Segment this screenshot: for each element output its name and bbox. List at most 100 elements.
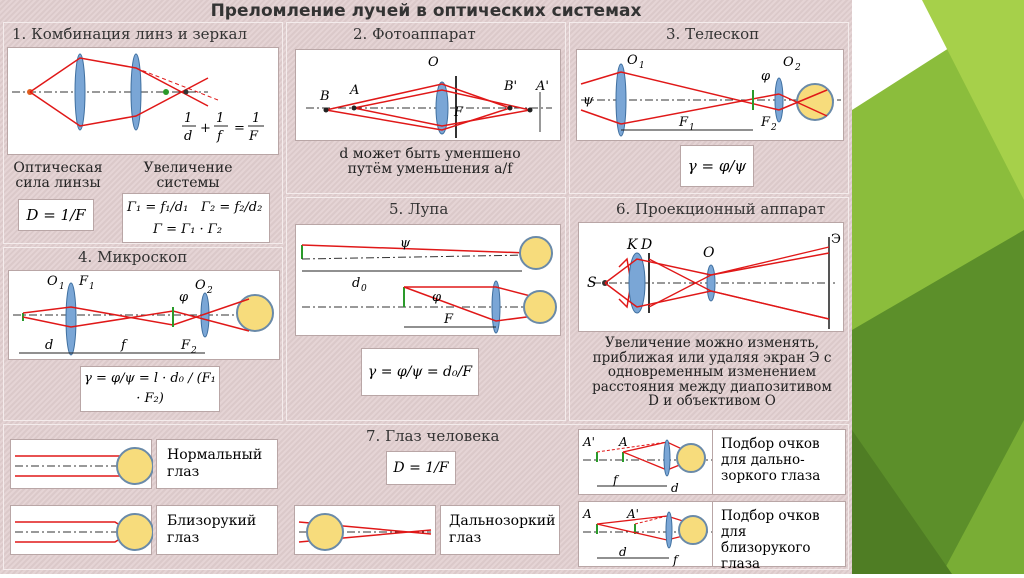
far-glasses-lens-icon	[663, 439, 671, 477]
magnifier-svg: ψ d 0 φ F	[301, 236, 557, 334]
camera-diagram: B A O F B' A'	[295, 49, 561, 141]
telescope-formula: γ = φ/ψ	[680, 145, 754, 187]
magnification-label: Увеличение системы	[143, 160, 233, 191]
normal-eye-label: Нормальный глаз	[167, 447, 263, 480]
label-phi: φ	[432, 290, 442, 305]
normal-eye-diagram	[10, 439, 154, 489]
eye-optical-power-formula: D = 1/F	[386, 451, 456, 485]
svg-text:0: 0	[361, 284, 367, 294]
label-O: O	[428, 55, 439, 70]
hyperopic-eye-diagram	[294, 505, 436, 555]
section-camera: 2. Фотоаппарат B A O F B' A' d мож	[286, 22, 566, 194]
label-F1: F	[78, 274, 89, 289]
svg-text:2: 2	[794, 63, 801, 73]
near-glasses-label: Подбор очков для близорукого глаза	[721, 508, 820, 572]
normal-eye-icon	[116, 447, 154, 485]
label-A: A	[349, 83, 359, 98]
label-K: K	[626, 237, 639, 253]
myopic-eye-label: Близорукий глаз	[167, 513, 257, 546]
svg-text:2: 2	[206, 286, 213, 296]
telescope-svg: O 1 O 2 F 1 F 2 φ ψ	[580, 53, 841, 137]
far-glasses-label-box: Подбор очков для дально-зоркого глаза	[712, 429, 846, 495]
svg-text:2: 2	[770, 123, 777, 133]
camera-svg: B A O F B' A'	[306, 55, 552, 138]
label-phi: φ	[761, 69, 771, 84]
label-F2: F	[760, 115, 771, 130]
label-screen: Э	[831, 232, 841, 247]
magnifier-eye-1-icon	[519, 236, 553, 270]
near-glasses-eye-icon	[678, 515, 708, 545]
myopic-eye-icon	[116, 513, 154, 551]
magnifier-eye-2-icon	[523, 290, 557, 324]
objective-lens-icon	[615, 63, 627, 137]
label-O2: O	[783, 55, 794, 70]
microscope-eye-icon	[236, 294, 274, 332]
hyperopic-eye-label-box: Дальнозоркий глаз	[440, 505, 560, 555]
magnifier-lens-icon	[491, 280, 501, 334]
camera-lens-icon	[435, 81, 449, 135]
label-F2: F	[180, 338, 191, 353]
microscope-diagram: O 1 F 1 O 2 φ d f F 2	[8, 270, 280, 360]
svg-text:=: =	[234, 121, 245, 136]
optical-power-formula: D = 1/F	[18, 199, 94, 231]
svg-text:f: f	[216, 129, 224, 144]
svg-text:d: d	[184, 129, 192, 144]
slide-decoration	[852, 0, 1024, 574]
svg-text:A: A	[582, 507, 592, 521]
section-3-heading: 3. Телескоп	[666, 25, 760, 43]
label-d0: d	[352, 276, 360, 291]
lens-1-icon	[74, 53, 86, 131]
svg-text:1: 1	[252, 111, 260, 126]
svg-text:1: 1	[639, 61, 645, 71]
svg-text:1: 1	[184, 111, 192, 126]
section-projector: 6. Проекционный аппарат K D O S Э	[569, 197, 849, 421]
label-phi: φ	[179, 290, 189, 305]
svg-text:d: d	[671, 481, 679, 495]
svg-text:A': A'	[626, 507, 639, 521]
thin-lens-formula: 1d + 1f = 1F	[182, 111, 264, 144]
section-1-heading: 1. Комбинация линз и зеркал	[12, 25, 247, 43]
normal-eye-label-box: Нормальный глаз	[156, 439, 278, 489]
section-2-heading: 2. Фотоаппарат	[353, 25, 476, 43]
section-human-eye: 7. Глаз человека D = 1/F Нормальный глаз…	[3, 424, 849, 572]
label-O: O	[703, 245, 715, 261]
telescope-diagram: O 1 O 2 F 1 F 2 φ ψ	[576, 49, 844, 141]
condenser-lens-icon	[628, 252, 646, 314]
near-glasses-label-box: Подбор очков для близорукого глаза	[712, 501, 846, 572]
lens-2-icon	[130, 53, 142, 131]
label-f: f	[120, 338, 128, 353]
label-F: F	[443, 312, 454, 327]
section-microscope: 4. Микроскоп O 1 F 1 O 2 φ d f	[3, 247, 283, 421]
label-B: B	[319, 89, 330, 104]
svg-text:2: 2	[190, 346, 197, 356]
label-A1: A'	[535, 79, 549, 94]
projector-svg: K D O S Э	[587, 232, 841, 329]
label-B1: B'	[503, 79, 517, 94]
label-F1: F	[678, 115, 689, 130]
projector-note: Увеличение можно изменять, приближая или…	[592, 335, 832, 409]
section-6-heading: 6. Проекционный аппарат	[616, 200, 826, 218]
far-glasses-diagram: A' A f d	[578, 429, 716, 495]
myopic-eye-diagram	[10, 505, 154, 555]
label-psi: ψ	[583, 93, 594, 108]
label-O1: O	[627, 53, 638, 68]
optical-power-label: Оптическая сила линзы	[13, 160, 103, 191]
label-D: D	[640, 237, 652, 253]
section-7-heading: 7. Глаз человека	[366, 427, 500, 445]
microscope-formula: γ = φ/ψ = l · d₀ / (F₁ · F₂)	[80, 366, 220, 412]
hyperopic-eye-icon	[306, 513, 344, 551]
svg-text:1: 1	[89, 282, 95, 292]
magnifier-diagram: ψ d 0 φ F	[295, 224, 561, 336]
label-O1: O	[47, 274, 58, 289]
label-psi: ψ	[400, 236, 411, 251]
svg-text:f: f	[612, 473, 620, 487]
svg-text:1: 1	[59, 282, 65, 292]
label-O2: O	[195, 278, 206, 293]
poster-title: Преломление лучей в оптических системах	[210, 1, 642, 21]
microscope-svg: O 1 F 1 O 2 φ d f F 2	[13, 274, 274, 356]
svg-text:d: d	[619, 545, 627, 559]
svg-text:F: F	[248, 129, 259, 144]
svg-text:A': A'	[582, 435, 595, 449]
